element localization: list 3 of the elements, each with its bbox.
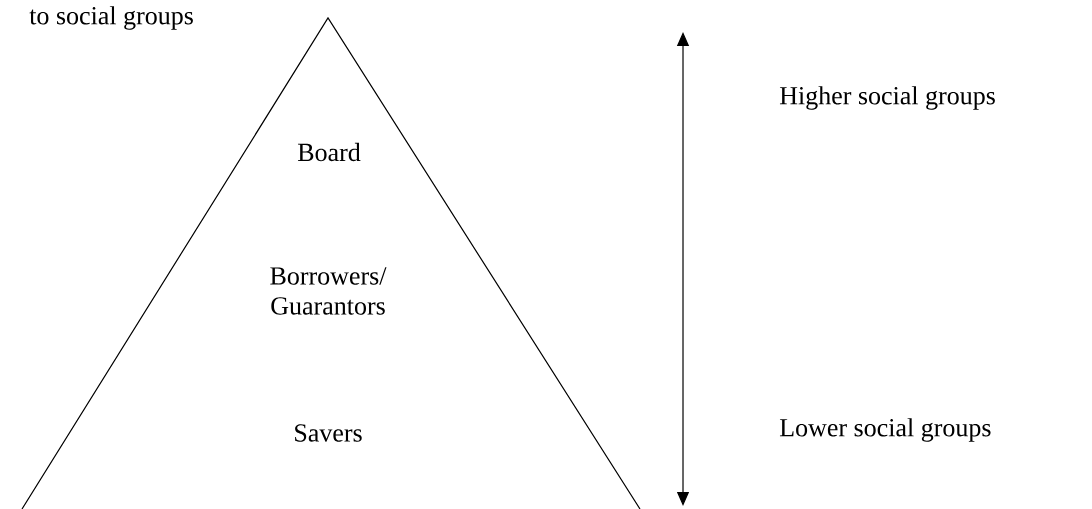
heading: to social groups	[29, 6, 193, 30]
scale-label: Higher social groups	[779, 86, 995, 110]
scale-label: Lower social groups	[779, 418, 991, 442]
